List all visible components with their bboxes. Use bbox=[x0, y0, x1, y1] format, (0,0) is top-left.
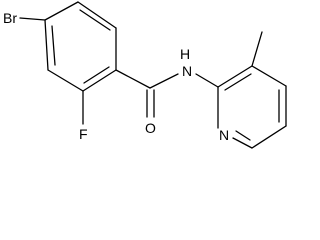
bond-ring-b-2 bbox=[251, 65, 287, 87]
bond-ring-a-5 bbox=[47, 69, 84, 92]
bond-ring-b-4 bbox=[251, 125, 287, 149]
bond-ring-a-6 bbox=[44, 19, 49, 71]
bond-ring-a-2-inner bbox=[79, 9, 111, 31]
atom-fluorine-label: F bbox=[79, 126, 88, 142]
bond-c-br bbox=[19, 17, 46, 21]
bond-methyl bbox=[251, 31, 263, 67]
atom-bromine-label: Br bbox=[3, 10, 17, 26]
bond-ring-b-5-inner bbox=[235, 130, 251, 141]
bond-ring-a-1 bbox=[44, 1, 79, 21]
bonds bbox=[19, 1, 287, 149]
bond-ring-a-6-inner bbox=[51, 25, 56, 66]
bond-c-n bbox=[149, 73, 179, 89]
atom-labels: Br F O H N N bbox=[3, 10, 229, 143]
bond-ring-b-5 bbox=[232, 137, 253, 149]
atom-amide-nitrogen-label: N bbox=[182, 63, 192, 79]
bond-ring-b-1 bbox=[217, 65, 253, 88]
bond-ring-a-4-inner bbox=[83, 66, 110, 84]
bond-ring-b-1-inner bbox=[224, 73, 252, 91]
bond-ring-a-2 bbox=[77, 1, 117, 29]
atom-pyridine-nitrogen-label: N bbox=[219, 127, 229, 143]
atom-hydrogen-label: H bbox=[180, 46, 190, 62]
bond-ring-a-4 bbox=[82, 69, 117, 92]
bond-n-pyridine bbox=[195, 73, 219, 88]
bond-ring-c-carbonyl bbox=[115, 69, 151, 89]
molecule-structure: Br F O H N N bbox=[3, 1, 287, 149]
atom-oxygen-label: O bbox=[145, 120, 156, 136]
